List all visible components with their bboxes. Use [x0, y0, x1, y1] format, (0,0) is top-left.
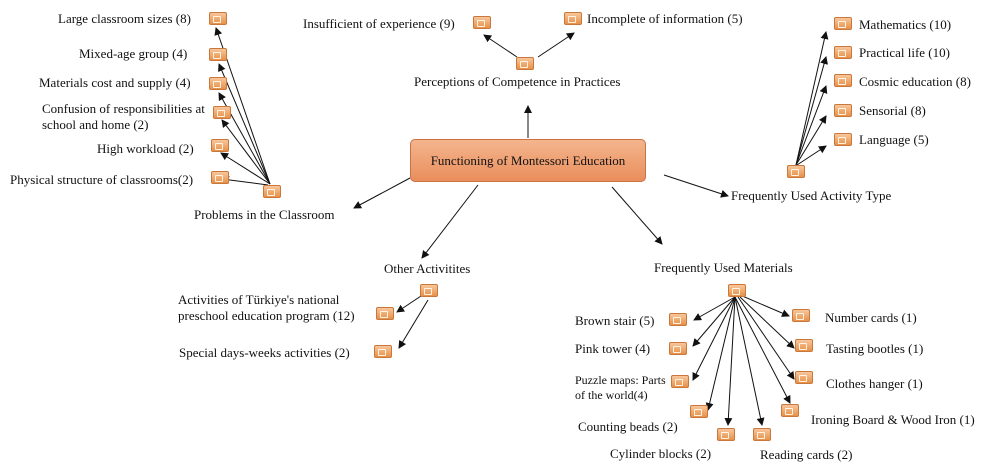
- problems-title: Problems in the Classroom: [194, 207, 335, 222]
- activity-type-item-icon: [834, 46, 852, 59]
- perceptions-item-icon: [564, 12, 582, 25]
- connector-arrow: [705, 296, 736, 411]
- activity-type-title: Frequently Used Activity Type: [731, 188, 892, 203]
- materials-item-icon: [753, 428, 771, 441]
- materials-item-icon: [690, 405, 708, 418]
- activity-type-item-label: Sensorial (8): [859, 103, 926, 118]
- connector-arrow: [220, 152, 271, 185]
- activity-type-item-label: Practical life (10): [859, 45, 950, 60]
- perceptions-title: Perceptions of Competence in Practices: [414, 74, 621, 89]
- connector-arrow: [795, 85, 828, 166]
- connector-arrow: [796, 145, 827, 166]
- materials-node-icon: [728, 284, 746, 297]
- materials-item-icon: [717, 428, 735, 441]
- other-node-icon: [420, 284, 438, 297]
- problems-item-label: Large classroom sizes (8): [58, 11, 191, 26]
- materials-item-icon: [795, 339, 813, 352]
- connector-arrow: [795, 115, 827, 166]
- materials-item-icon: [792, 309, 810, 322]
- problems-item-label: Mixed-age group (4): [79, 46, 188, 61]
- connector-arrow: [537, 32, 575, 58]
- connector-arrow: [611, 186, 663, 245]
- activity-type-node-icon: [787, 165, 805, 178]
- activity-type-item-label: Language (5): [859, 132, 929, 147]
- problems-item-label: Physical structure of classrooms(2): [10, 172, 194, 187]
- connector-arrow: [483, 34, 518, 58]
- materials-item-label: Counting beads (2): [578, 419, 678, 434]
- connector-arrow: [724, 296, 736, 426]
- connector-arrow: [353, 177, 411, 209]
- central-node-label: Functioning of Montessori Education: [430, 152, 626, 168]
- connector-arrow: [739, 296, 795, 349]
- connector-arrow: [221, 175, 269, 186]
- materials-item-icon: [795, 371, 813, 384]
- connector-arrow: [398, 299, 429, 349]
- connector-arrow: [795, 56, 828, 166]
- other-item-icon: [374, 345, 392, 358]
- materials-title: Frequently Used Materials: [654, 260, 793, 275]
- materials-item-label: Ironing Board & Wood Iron (1): [811, 412, 975, 427]
- other-title: Other Activitites: [384, 261, 471, 276]
- materials-item-icon: [781, 404, 799, 417]
- materials-item-icon: [671, 375, 689, 388]
- perceptions-node-icon: [516, 57, 534, 70]
- connector-arrow: [795, 31, 829, 166]
- activity-type-item-icon: [834, 104, 852, 117]
- problems-item-icon: [209, 12, 227, 25]
- materials-item-label: Clothes hanger (1): [826, 376, 923, 391]
- connector-arrow: [739, 294, 790, 317]
- materials-item-label: Puzzle maps: Parts of the world(4): [575, 373, 666, 402]
- materials-item-icon: [669, 313, 687, 326]
- problems-item-icon: [209, 77, 227, 90]
- problems-item-label: High workload (2): [97, 141, 194, 156]
- connector-arrow: [663, 174, 729, 198]
- materials-item-label: Tasting bootles (1): [826, 341, 924, 356]
- problems-item-label: Confusion of responsibilities at school …: [42, 101, 205, 132]
- other-item-icon: [376, 307, 394, 320]
- problems-item-icon: [213, 106, 231, 119]
- connector-arrow: [692, 296, 736, 381]
- connector-arrow: [692, 296, 736, 347]
- perceptions-item-label: Insufficient of experience (9): [303, 16, 455, 31]
- materials-item-label: Cylinder blocks (2): [610, 446, 712, 461]
- central-node: Functioning of Montessori Education: [410, 139, 646, 182]
- other-item-label: Activities of Türkiye's national prescho…: [178, 292, 355, 323]
- activity-type-item-label: Mathematics (10): [859, 17, 952, 32]
- activity-type-item-label: Cosmic education (8): [859, 74, 971, 89]
- connector-arrow: [396, 295, 422, 313]
- materials-item-label: Brown stair (5): [575, 313, 655, 328]
- materials-item-icon: [669, 342, 687, 355]
- materials-item-label: Number cards (1): [825, 310, 917, 325]
- connector-arrow: [734, 296, 765, 426]
- connector-arrow: [734, 296, 791, 404]
- other-item-label: Special days-weeks activities (2): [179, 345, 350, 360]
- problems-item-icon: [211, 171, 229, 184]
- perceptions-item-icon: [473, 16, 491, 29]
- materials-item-label: Reading cards (2): [760, 447, 853, 462]
- problems-item-icon: [211, 139, 229, 152]
- perceptions-item-label: Incomplete of information (5): [587, 11, 743, 26]
- problems-node-icon: [263, 185, 281, 198]
- problems-item-icon: [209, 48, 227, 61]
- connector-arrow: [693, 296, 736, 321]
- connector-arrow: [421, 184, 479, 259]
- activity-type-item-icon: [834, 74, 852, 87]
- connector-arrow: [737, 296, 795, 380]
- problems-item-label: Materials cost and supply (4): [39, 75, 191, 90]
- connector-arrow: [221, 119, 271, 185]
- connector-arrow: [218, 63, 271, 185]
- activity-type-item-icon: [834, 133, 852, 146]
- materials-item-label: Pink tower (4): [575, 341, 651, 356]
- activity-type-item-icon: [834, 17, 852, 30]
